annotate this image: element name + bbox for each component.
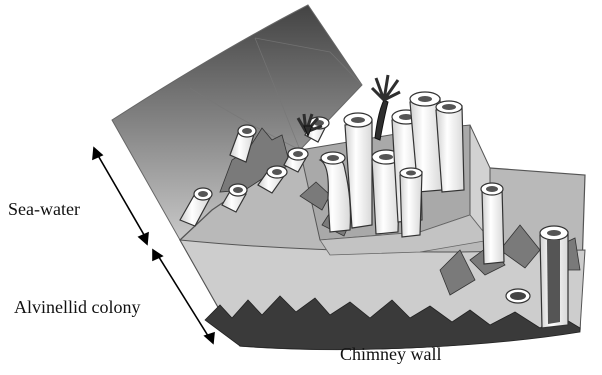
chimney-wall-label: Chimney wall — [340, 344, 442, 365]
alvinellid-colony-label: Alvinellid colony — [14, 297, 140, 318]
sea-water-label: Sea-water — [8, 199, 80, 220]
